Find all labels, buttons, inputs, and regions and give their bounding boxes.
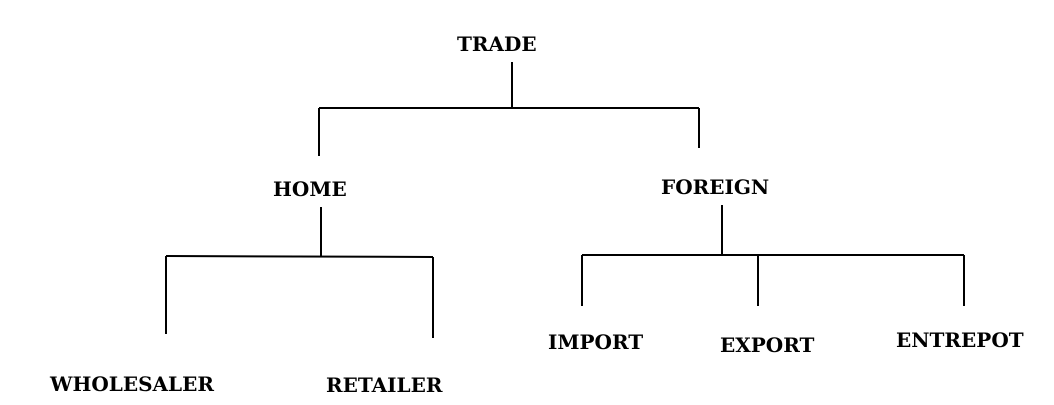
connector-home-bar [165, 255, 434, 258]
node-entrepot: ENTREPOT [896, 328, 1024, 352]
node-trade: TRADE [457, 32, 537, 56]
node-home: HOME [273, 177, 347, 201]
node-retailer: RETAILER [326, 373, 443, 397]
node-foreign: FOREIGN [661, 175, 770, 199]
node-import: IMPORT [548, 330, 644, 354]
node-export: EXPORT [720, 333, 815, 357]
node-wholesaler: WHOLESALER [50, 372, 214, 396]
